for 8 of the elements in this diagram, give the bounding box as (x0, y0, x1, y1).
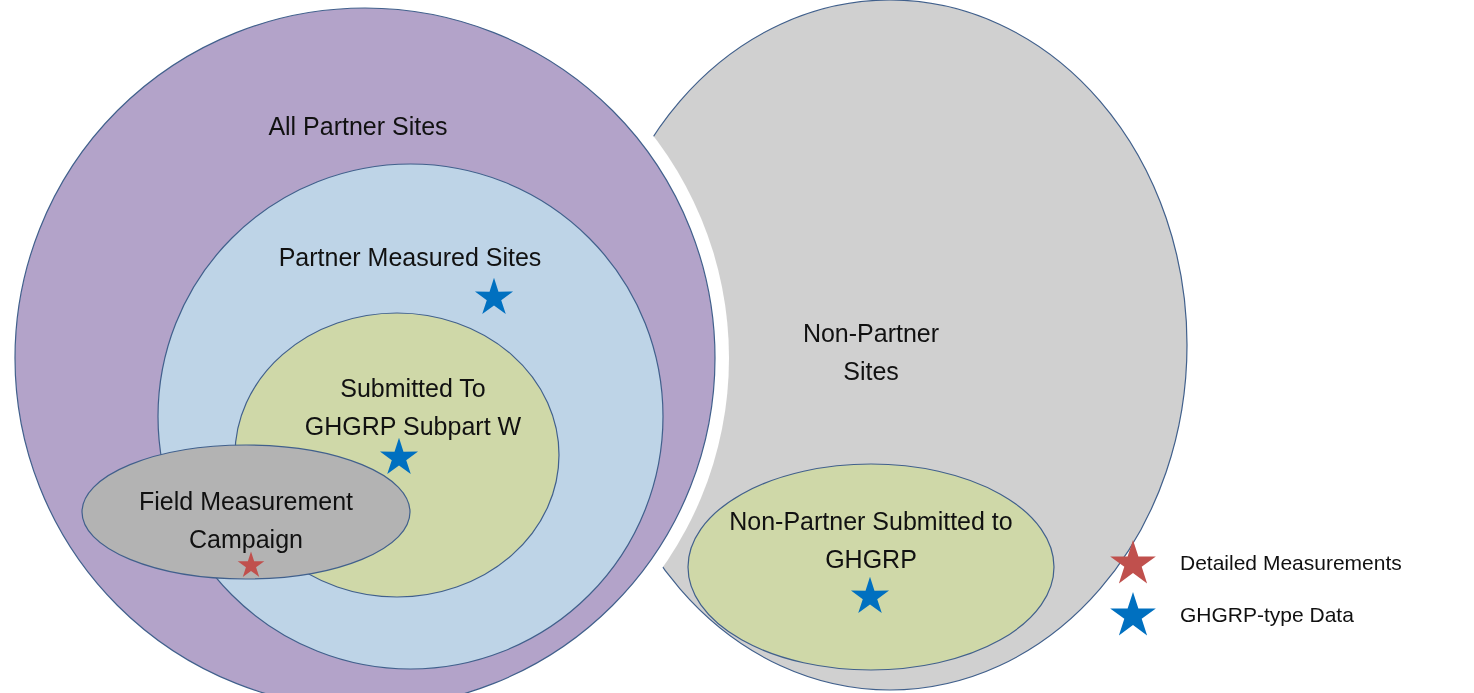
set-label: Field Measurement Campaign (138, 485, 354, 555)
set-label: Partner Measured Sites (277, 242, 543, 274)
set-label: All Partner Sites (267, 111, 449, 143)
set-label: Non-Partner Submitted to GHGRP (728, 505, 1014, 574)
legend-label: Detailed Measurements (1180, 551, 1402, 575)
legend-label: GHGRP-type Data (1180, 603, 1354, 627)
set-label: Non-Partner Sites (801, 317, 941, 386)
set-label: Submitted To GHGRP Subpart W (303, 372, 523, 442)
